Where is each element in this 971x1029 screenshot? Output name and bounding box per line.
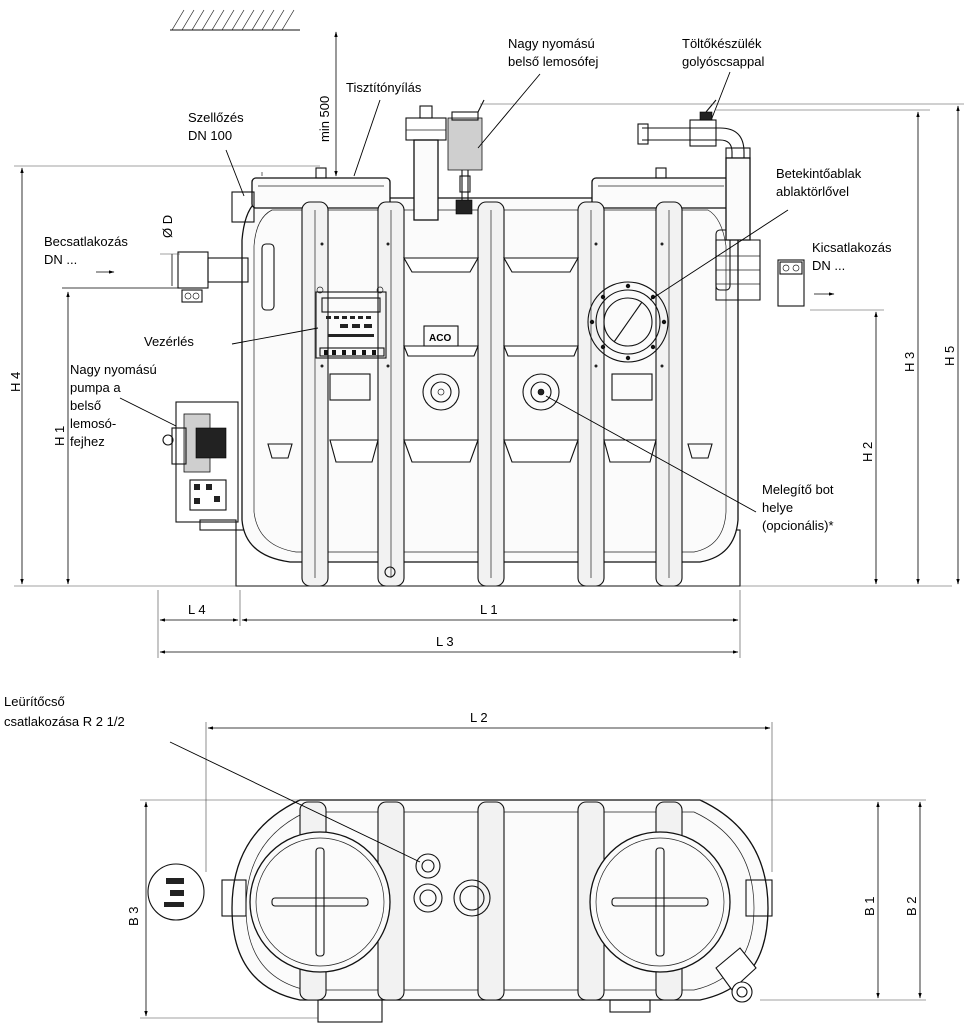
dim-l3: L 3 (436, 634, 454, 649)
label-drain-2: csatlakozása R 2 1/2 (4, 714, 125, 729)
label-outlet-2: DN ... (812, 258, 845, 273)
dim-l4: L 4 (188, 602, 206, 617)
dim-l2: L 2 (470, 710, 488, 725)
label-outlet-1: Kicsatlakozás (812, 240, 892, 255)
label-control: Vezérlés (144, 334, 194, 349)
dim-l1: L 1 (480, 602, 498, 617)
label-filler-1: Töltőkészülék (682, 36, 762, 51)
label-pump-2: pumpa a (70, 380, 121, 395)
aco-logo: ACO (429, 333, 451, 344)
inlet-connection (62, 251, 249, 303)
top-dimension-lines (140, 722, 926, 1019)
label-pump-3: belső (70, 398, 101, 413)
dim-h2: H 2 (860, 442, 875, 462)
min500-dimension: min 500 (317, 31, 338, 177)
label-window-2: ablaktörlővel (776, 184, 849, 199)
label-pump-5: fejhez (70, 434, 105, 449)
ceiling-hatch (170, 9, 300, 31)
pump-assembly (162, 401, 239, 531)
outlet-connection (777, 259, 805, 307)
label-inlet-2: DN ... (44, 252, 77, 267)
label-filler-2: golyóscsappal (682, 54, 764, 69)
top-labels: Leürítőcső csatlakozása R 2 1/2 L 2 B 3 … (4, 694, 919, 926)
label-head-2: belső lemosófej (508, 54, 598, 69)
dim-h4: H 4 (8, 372, 23, 392)
label-heater-1: Melegítő bot (762, 482, 834, 497)
front-labels: Tisztítónyílás Nagy nyomású belső lemosó… (8, 36, 957, 649)
label-vent-2: DN 100 (188, 128, 232, 143)
label-vent-1: Szellőzés (188, 110, 244, 125)
label-od: Ø D (160, 215, 175, 238)
vent-pipe (231, 191, 255, 223)
inspection-window (587, 281, 669, 363)
dim-b2: B 2 (904, 896, 919, 916)
label-drain-1: Leürítőcső (4, 694, 65, 709)
filling-device (637, 99, 761, 301)
front-view-tank: ACO (235, 167, 741, 587)
dim-b3: B 3 (126, 906, 141, 926)
label-inlet-1: Becsatlakozás (44, 234, 128, 249)
min500-label: min 500 (317, 96, 332, 142)
label-heater-3: (opcionális)* (762, 518, 834, 533)
label-head-1: Nagy nyomású (508, 36, 595, 51)
label-heater-2: helye (762, 500, 793, 515)
label-pump-4: lemosó- (70, 416, 116, 431)
dim-b1: B 1 (862, 896, 877, 916)
leader-lines (119, 71, 789, 513)
top-view-tank (147, 799, 773, 1023)
label-window-1: Betekintőablak (776, 166, 862, 181)
dim-h3: H 3 (902, 352, 917, 372)
high-pressure-head (405, 99, 485, 221)
dim-h1: H 1 (52, 426, 67, 446)
dim-h5: H 5 (942, 346, 957, 366)
label-pump-1: Nagy nyomású (70, 362, 157, 377)
controller-box (315, 286, 387, 359)
label-cleaning-opening: Tisztítónyílás (346, 80, 422, 95)
front-dimension-lines (14, 103, 964, 658)
